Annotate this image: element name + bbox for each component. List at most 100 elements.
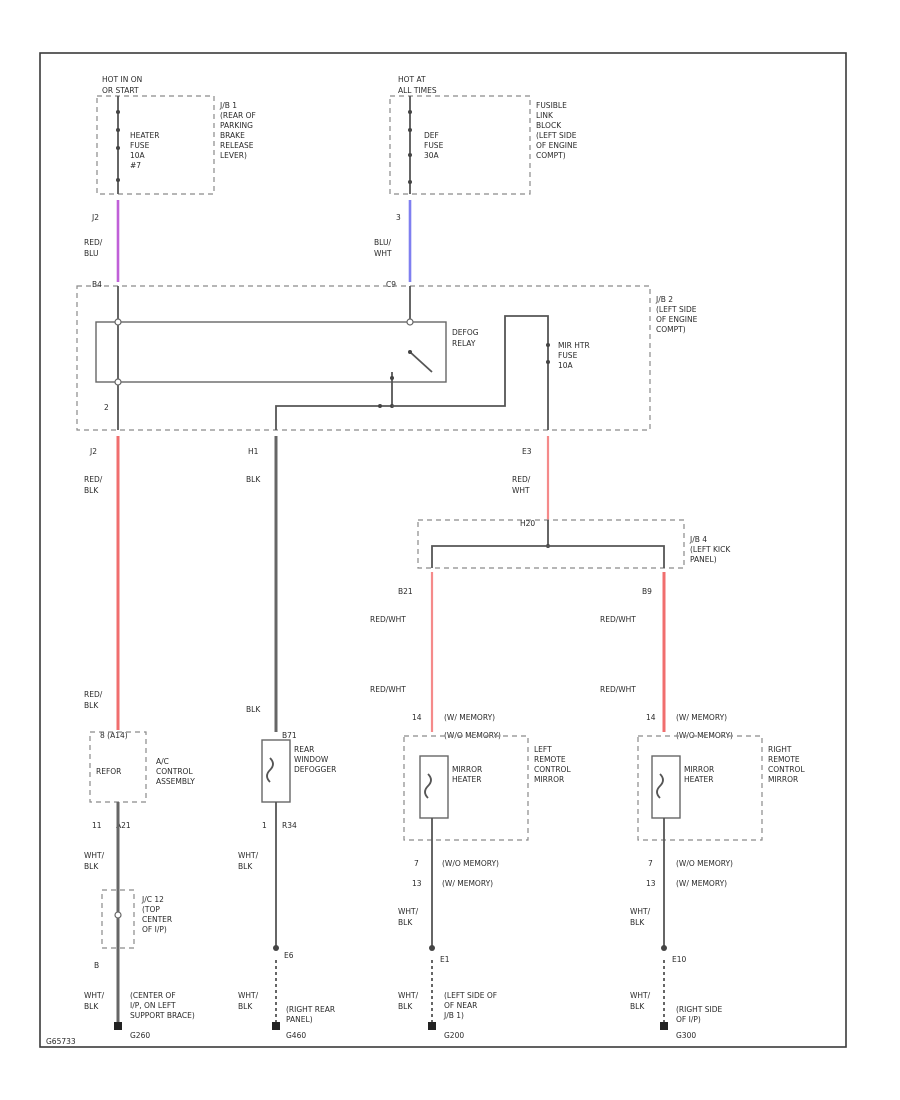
component-label: CONTROL <box>768 765 805 774</box>
connector-pin: H20 <box>520 519 535 528</box>
wire-color-label: WHT <box>374 249 392 258</box>
wire-color-label: BLK <box>84 1002 99 1011</box>
wire-color-label: BLK <box>630 918 645 927</box>
ground-code: G300 <box>676 1031 696 1040</box>
splice-point <box>273 945 279 951</box>
connector-pin: B <box>94 961 99 970</box>
heater-fuse-block: HOT IN ON OR START HEATER FUSE 10A #7 J/… <box>96 75 256 195</box>
junction-block-label: RELEASE <box>220 141 254 150</box>
heater-element-symbol <box>266 757 274 783</box>
wire-color-label: RED/ <box>84 238 103 247</box>
component-label: CONTROL <box>156 767 193 776</box>
wire-color-label: RED/WHT <box>370 615 406 624</box>
splice-label: E10 <box>672 955 687 964</box>
fuse-name: DEF <box>424 131 439 140</box>
connector-pin: 7 <box>414 859 419 868</box>
connector-label: E3 <box>522 447 532 456</box>
wire-color-label: BLU/ <box>374 238 391 247</box>
wire-color-label: WHT/ <box>238 851 259 860</box>
junction-block-label: LEVER) <box>220 151 247 160</box>
junction-block-label: (LEFT SIDE <box>536 131 577 140</box>
fuse-name: MIR HTR <box>558 341 590 350</box>
ground-location-label: (LEFT SIDE OF <box>444 991 497 1000</box>
connector-label: J2 <box>89 447 97 456</box>
wire-color-label: BLK <box>84 486 99 495</box>
wire-color-label: WHT/ <box>84 991 105 1000</box>
junction-block-2: DEFOG RELAY MIR HTR FUSE 10A J/B 2 (LEFT… <box>76 285 698 431</box>
power-source-label: OR START <box>102 86 139 95</box>
component-label: WINDOW <box>294 755 329 764</box>
wire-color-label: WHT/ <box>84 851 105 860</box>
connector-pin: (W/ MEMORY) <box>676 879 727 888</box>
defog-relay <box>95 321 447 383</box>
junction-label: CENTER <box>142 915 172 924</box>
def-fuse-block: HOT AT ALL TIMES DEF FUSE 30A FUSIBLE LI… <box>389 75 578 195</box>
connector-pin: 11 <box>92 821 102 830</box>
connector-pin: 1 <box>262 821 267 830</box>
ground-code: G260 <box>130 1031 150 1040</box>
ground-code: G460 <box>286 1031 306 1040</box>
right-remote-control-mirror <box>637 735 763 841</box>
wire-color-label: BLK <box>246 705 261 714</box>
power-source-label: ALL TIMES <box>398 86 437 95</box>
module-label: REFOR <box>96 767 121 776</box>
wire-color-label: RED/WHT <box>600 685 636 694</box>
connector-pin: C9 <box>386 280 396 289</box>
fuse-rating: 10A <box>558 361 574 370</box>
component-label: MIRROR <box>534 775 564 784</box>
component-label: DEFOGGER <box>294 765 336 774</box>
component-label: REMOTE <box>768 755 800 764</box>
power-source-label: HOT AT <box>398 75 426 84</box>
connector-pin: B9 <box>642 587 652 596</box>
connector-pin: 13 <box>412 879 422 888</box>
ground-symbol <box>114 1022 122 1030</box>
fuse-name: FUSE <box>424 141 444 150</box>
component-label: REAR <box>294 745 314 754</box>
ground-location-label: OF I/P) <box>676 1015 701 1024</box>
junction-block-label: PANEL) <box>690 555 717 564</box>
left-remote-control-mirror <box>403 735 529 841</box>
junction-block-label: COMPT) <box>536 151 566 160</box>
connector-pin: (W/ MEMORY) <box>444 713 495 722</box>
connector-pin: 14 <box>646 713 656 722</box>
wire-color-label: BLU <box>84 249 98 258</box>
connector-pin: (W/O MEMORY) <box>442 859 499 868</box>
fuse-rating: 30A <box>424 151 440 160</box>
module-label: MIRROR <box>684 765 714 774</box>
ground-location-label: I/P, ON LEFT <box>130 1001 176 1010</box>
junction-block-label: (LEFT SIDE <box>656 305 697 314</box>
connector-pin: 13 <box>646 879 656 888</box>
component-label: REMOTE <box>534 755 566 764</box>
fuse-number: #7 <box>130 161 141 170</box>
splice-point <box>661 945 667 951</box>
junction-label: J/C 12 <box>141 895 164 904</box>
power-source-label: HOT IN ON <box>102 75 142 84</box>
ground-location-label: (CENTER OF <box>130 991 176 1000</box>
diagram-frame <box>39 52 847 1048</box>
junction-block-4: H20 J/B 4 (LEFT KICK PANEL) B21 B9 <box>398 519 731 596</box>
junction-block-label: BRAKE <box>220 131 245 140</box>
connector-pin: R34 <box>282 821 297 830</box>
connector-pin: 8 (A14) <box>100 731 128 740</box>
mirror-heater-right <box>651 755 681 819</box>
wire-color-label: BLK <box>238 1002 253 1011</box>
junction-block-label: FUSIBLE <box>536 101 567 110</box>
junction-label: OF I/P) <box>142 925 167 934</box>
wire-color-label: WHT/ <box>630 991 651 1000</box>
junction-block-label: LINK <box>536 111 554 120</box>
connector-pin: B4 <box>92 280 102 289</box>
junction-block-label: J/B 2 <box>655 295 673 304</box>
relay-switch-contact <box>409 351 433 373</box>
connector-pin: (W/O MEMORY) <box>676 859 733 868</box>
component-label: A/C <box>156 757 169 766</box>
wire-color-label: WHT/ <box>398 907 419 916</box>
figure-id: G65733 <box>46 1037 76 1046</box>
connector-pin: 2 <box>104 403 109 412</box>
connector-pin: B71 <box>282 731 297 740</box>
wire-color-label: BLK <box>630 1002 645 1011</box>
connector-pin: (W/O MEMORY) <box>444 731 501 740</box>
ground-location-label: (RIGHT REAR <box>286 1005 335 1014</box>
relay-label: RELAY <box>452 339 476 348</box>
splice-label: E1 <box>440 955 450 964</box>
connector-pin: 14 <box>412 713 422 722</box>
